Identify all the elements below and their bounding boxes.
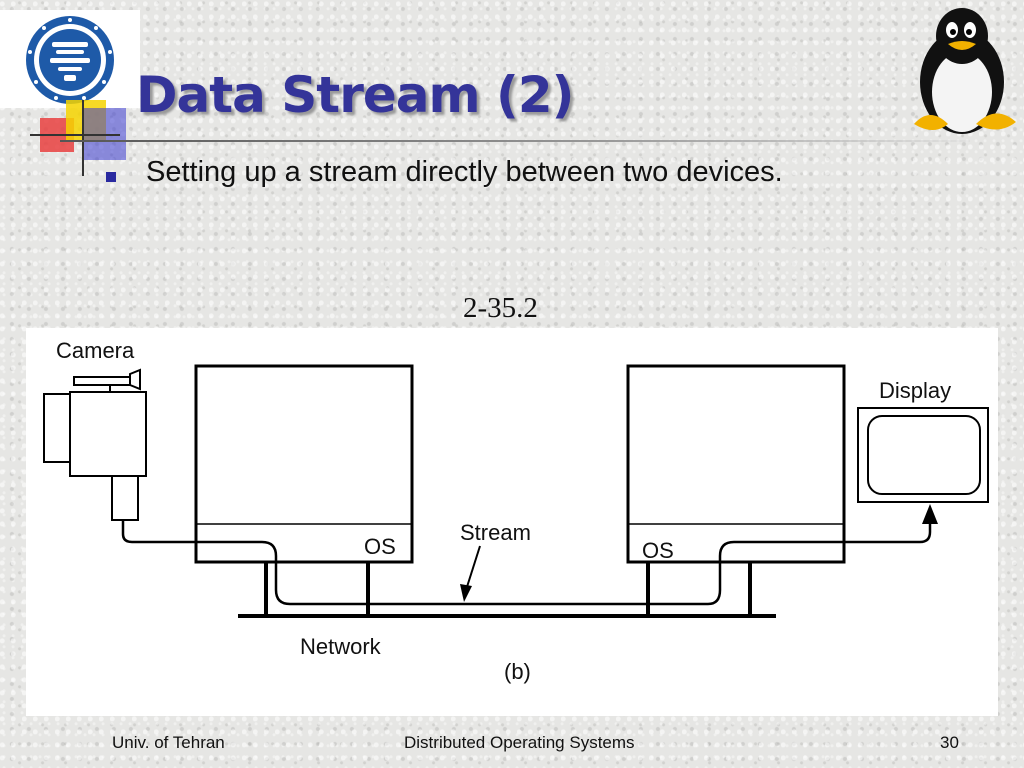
footer-left: Univ. of Tehran — [112, 733, 225, 752]
title-divider — [60, 140, 970, 142]
penguin-icon — [914, 8, 1016, 134]
right-machine-box — [626, 364, 846, 564]
display-label: Display — [879, 378, 951, 403]
os-left-label: OS — [364, 534, 396, 559]
display-icon — [857, 407, 989, 503]
footer-page-number: 30 — [940, 733, 959, 752]
camera-icon — [43, 368, 147, 521]
stream-pointer-arrowhead — [460, 584, 472, 602]
decorative-squares — [30, 100, 126, 176]
bullet-text: Setting up a stream directly between two… — [146, 156, 783, 188]
logo-box — [0, 10, 140, 108]
stream-cable — [121, 512, 932, 606]
slide-title: Data Stream (2) — [136, 66, 575, 124]
stream-label: Stream — [460, 520, 531, 545]
network-bus — [238, 562, 776, 618]
footer-center: Distributed Operating Systems — [404, 733, 635, 752]
network-label: Network — [300, 634, 382, 659]
left-machine-box — [194, 364, 414, 564]
figure-number: 2-35.2 — [463, 292, 538, 324]
stream-arrowhead — [922, 504, 938, 524]
camera-label: Camera — [56, 338, 135, 363]
figure-caption: (b) — [504, 659, 531, 684]
diagram-panel: Camera OS OS Display Network — [26, 328, 998, 716]
os-right-label: OS — [642, 538, 674, 563]
stream-pointer — [465, 545, 481, 591]
bullet-marker — [106, 172, 116, 182]
university-logo-icon — [26, 16, 114, 104]
